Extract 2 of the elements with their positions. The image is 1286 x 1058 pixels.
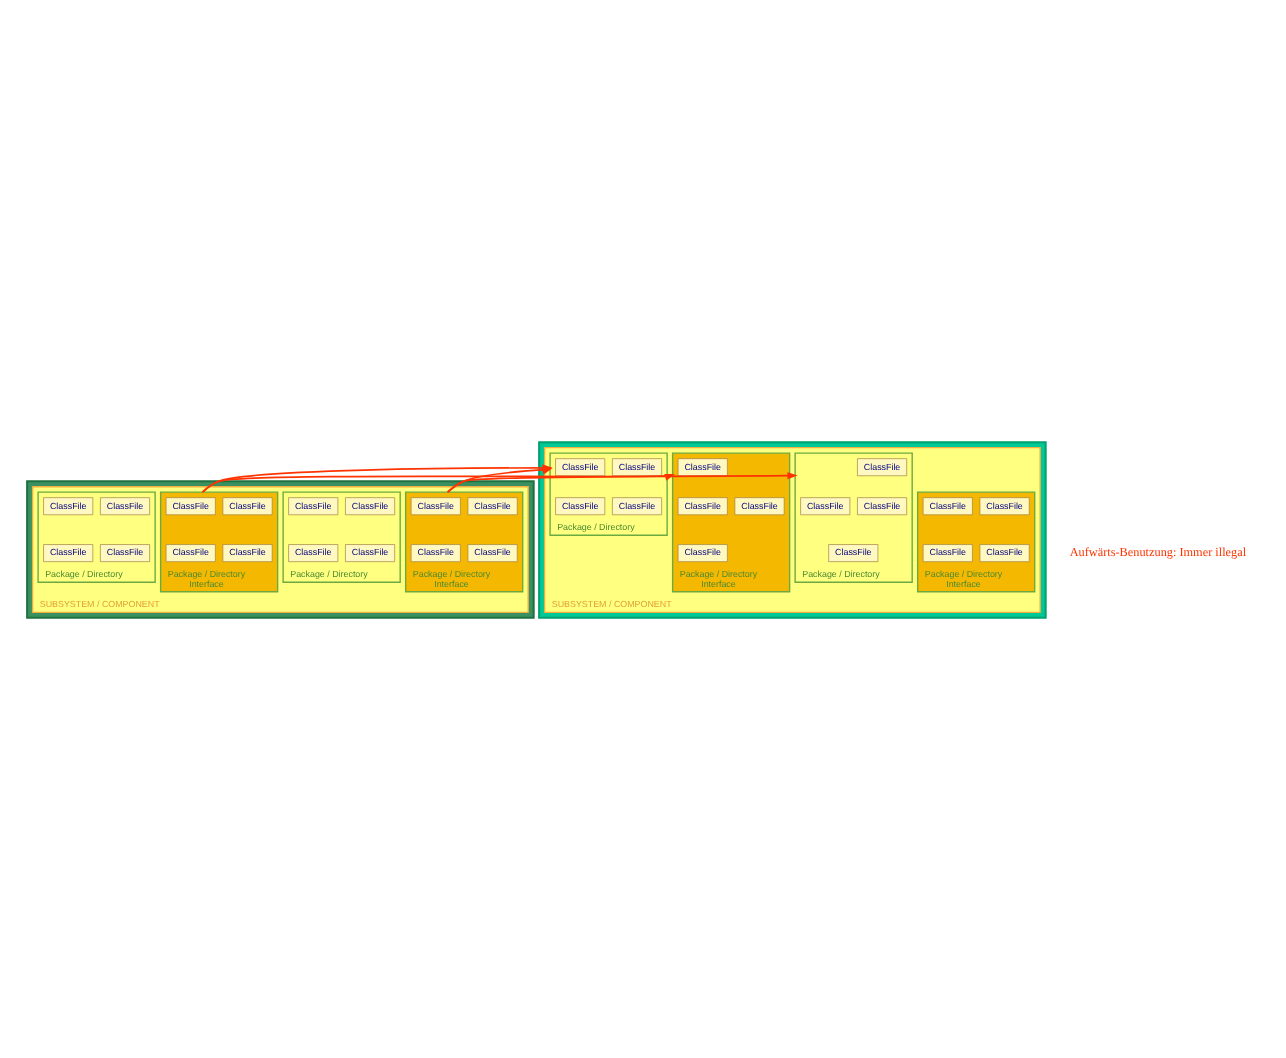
arrow bbox=[201, 472, 676, 493]
arrow bbox=[446, 471, 798, 493]
